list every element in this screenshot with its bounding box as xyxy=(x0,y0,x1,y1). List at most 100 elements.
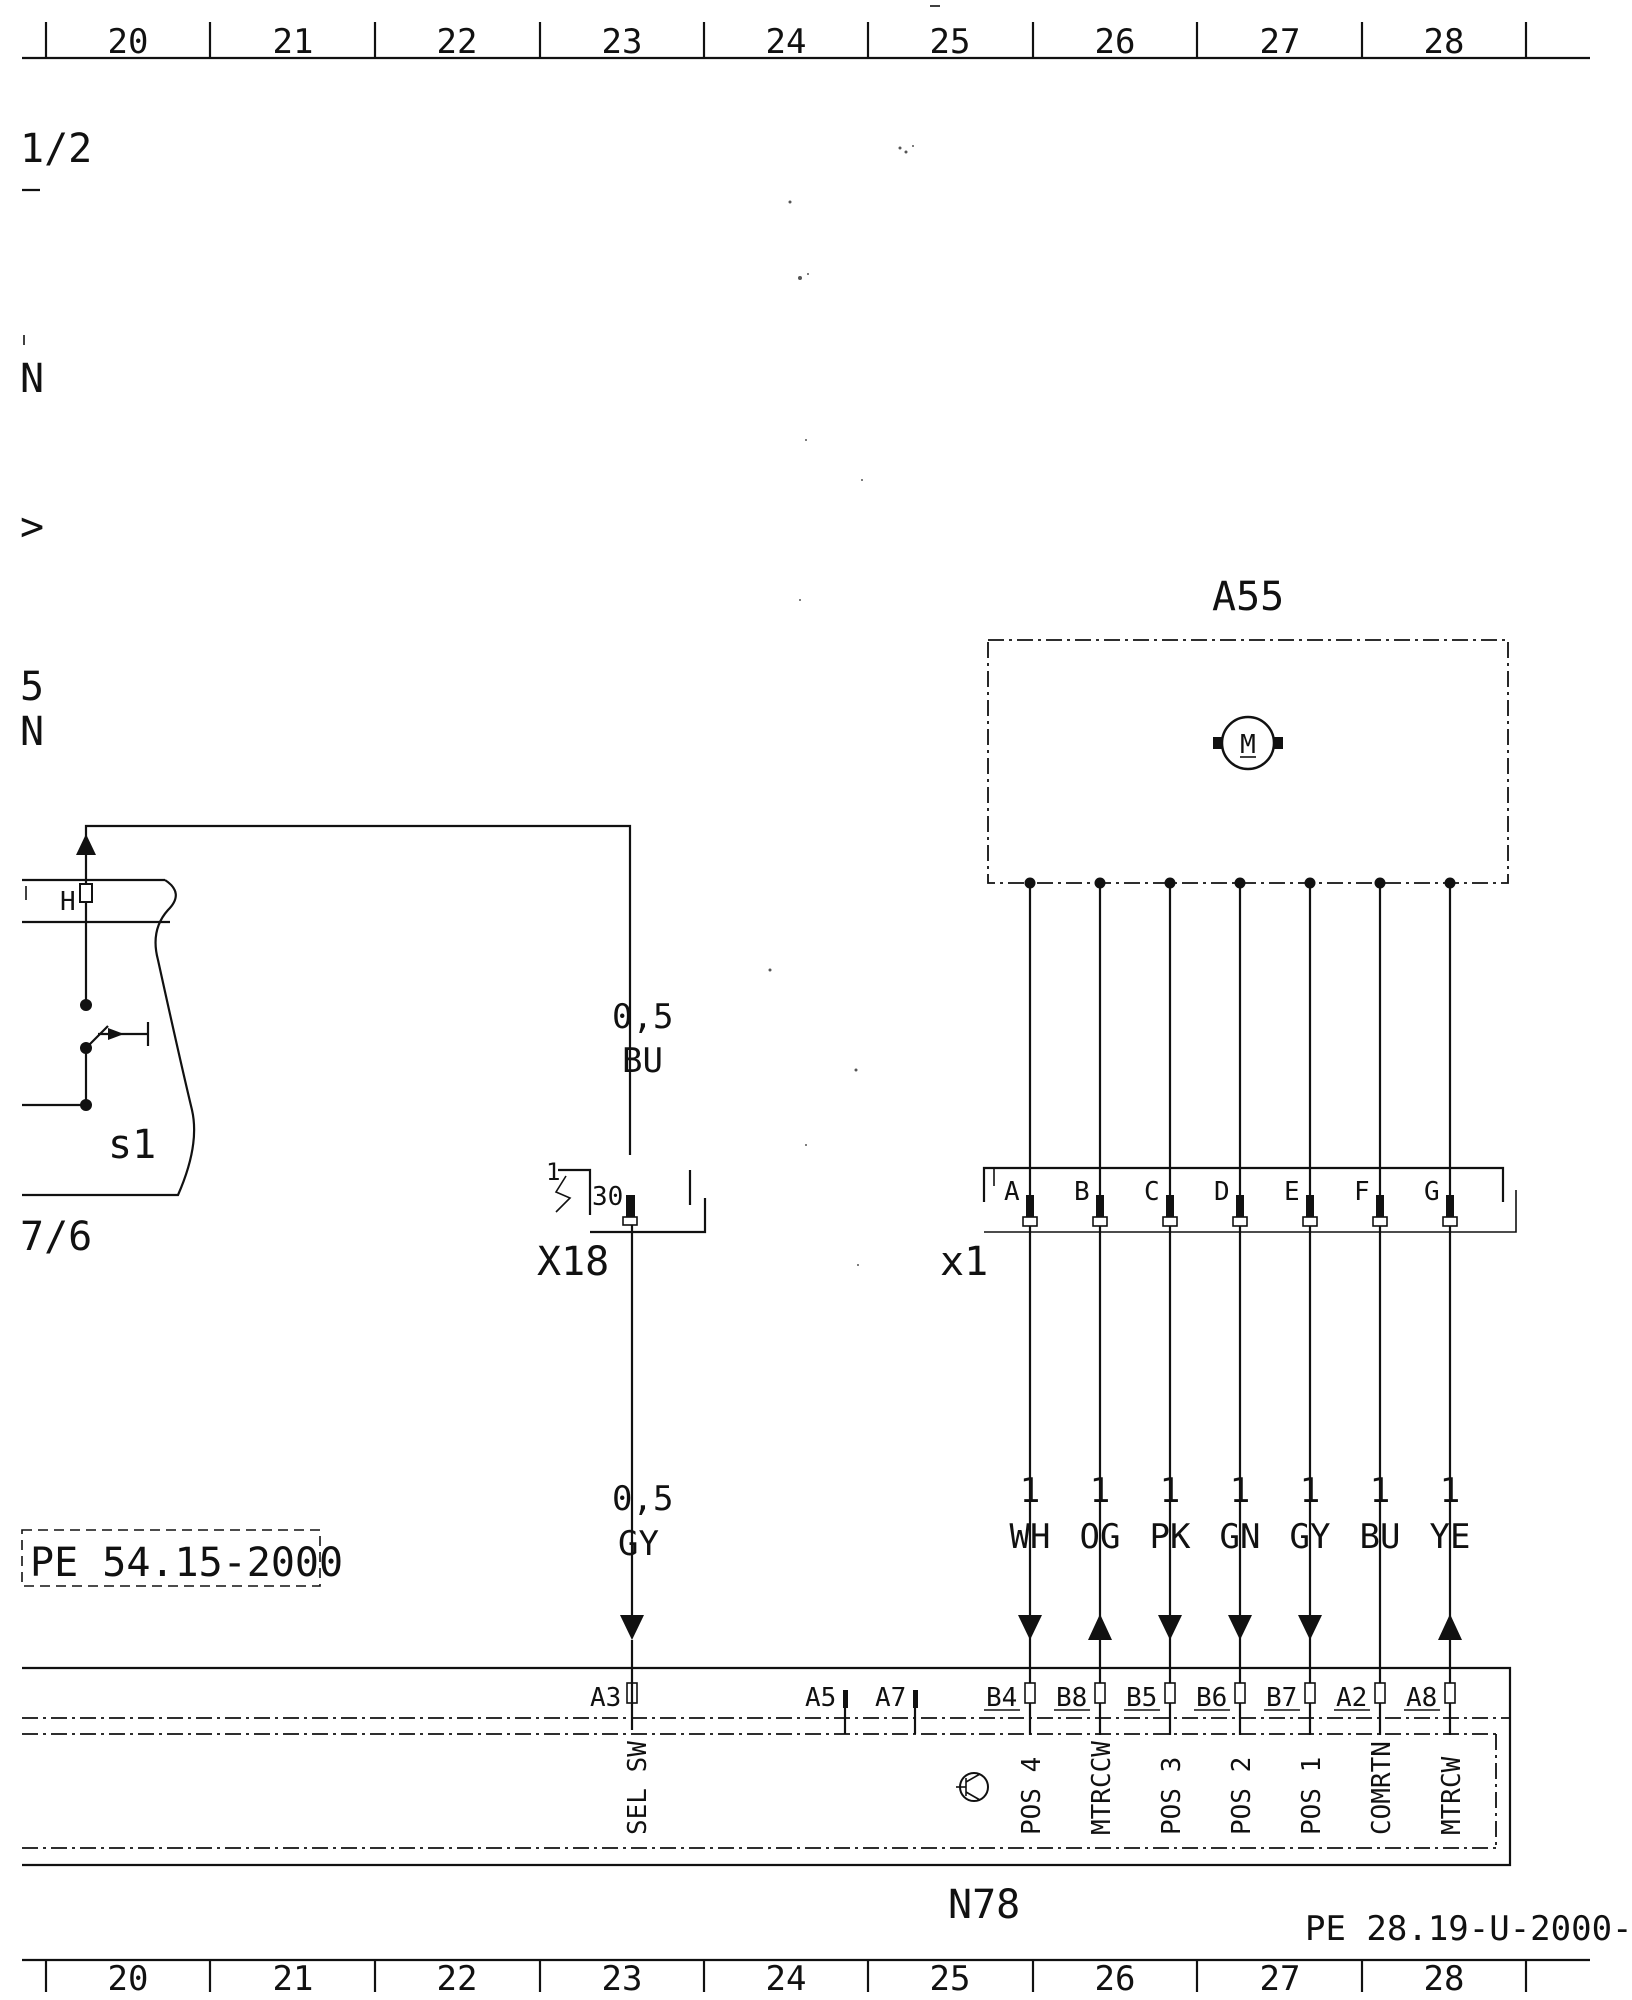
a55-component: A55 M xyxy=(987,574,1509,884)
wire-sel-size: 0,5 xyxy=(612,1479,673,1519)
wire-color-label: PK xyxy=(1150,1517,1191,1557)
wire-2: MTRCCW xyxy=(1054,877,1117,1835)
wire-4: POS 2 xyxy=(1194,877,1257,1835)
wire-top-size: 0,5 xyxy=(612,997,673,1037)
wire-size-label: 1 xyxy=(1090,1471,1110,1511)
left-edge-labels: 1/2 N > 5 N 7/6 xyxy=(20,126,92,1260)
grid-col-25-bottom: 25 xyxy=(930,1959,971,1999)
arrow-up-icon xyxy=(1438,1614,1462,1640)
n78-pin-b6: B6 xyxy=(1196,1683,1227,1713)
wire-7: MTRCW xyxy=(1404,877,1467,1835)
n78-label: N78 xyxy=(948,1882,1020,1928)
wire-3: POS 3 xyxy=(1124,877,1187,1835)
switch-component: H s1 xyxy=(22,824,632,1197)
grid-col-26-bottom: 26 xyxy=(1095,1959,1136,1999)
n78-pin-b7: B7 xyxy=(1266,1683,1297,1713)
grid-col-22-bottom: 22 xyxy=(437,1959,478,1999)
ref-box-label: PE 54.15-2000 xyxy=(30,1540,343,1586)
wire-size-label: 1 xyxy=(1300,1471,1320,1511)
label-5: 5 xyxy=(20,664,44,710)
x18-connector: 0,5 BU 1 30 X18 0,5 GY xyxy=(537,997,707,1640)
wire-1: POS 4 xyxy=(984,877,1047,1835)
x1-pin-f: F xyxy=(1354,1177,1370,1207)
grid-col-23: 23 xyxy=(602,22,643,62)
n78-signal-label: MTRCCW xyxy=(1087,1741,1117,1835)
ref-box: PE 54.15-2000 xyxy=(21,1529,343,1587)
grid-col-27: 27 xyxy=(1260,22,1301,62)
n78-signal-label: POS 3 xyxy=(1157,1757,1187,1835)
n78-pin-b5: B5 xyxy=(1126,1683,1157,1713)
label-n1: N xyxy=(20,356,44,402)
n78-module: A3 SEL SW A5 A7 N78 xyxy=(22,1640,1512,1928)
arrow-down-icon xyxy=(1298,1615,1322,1640)
grid-col-20: 20 xyxy=(108,22,149,62)
wire-5: POS 1 xyxy=(1264,877,1327,1835)
grid-col-28-bottom: 28 xyxy=(1424,1959,1465,1999)
n78-pin-b8: B8 xyxy=(1056,1683,1087,1713)
grid-col-24: 24 xyxy=(766,22,807,62)
label-arrow: > xyxy=(20,504,44,550)
n78-pin-a7: A7 xyxy=(875,1683,906,1713)
wire-size-label: 1 xyxy=(1370,1471,1390,1511)
grid-col-21: 21 xyxy=(273,22,314,62)
motor-symbol: M xyxy=(1240,730,1256,760)
wire-color-label: GN xyxy=(1220,1517,1261,1557)
arrow-down-icon xyxy=(1228,1615,1252,1640)
n78-pin-a3: A3 xyxy=(590,1683,621,1713)
grid-col-20-bottom: 20 xyxy=(108,1959,149,1999)
wire-6: COMRTN xyxy=(1334,877,1397,1835)
arrow-down-icon xyxy=(1158,1615,1182,1640)
label-n2: N xyxy=(20,709,44,755)
grid-col-22: 22 xyxy=(437,22,478,62)
arrow-up-icon xyxy=(76,834,96,855)
transistor-icon xyxy=(956,1772,989,1802)
a55-label: A55 xyxy=(1212,574,1284,620)
x1-pin-a: A xyxy=(1004,1177,1020,1207)
grid-col-27-bottom: 27 xyxy=(1260,1959,1301,1999)
x1-pin-e: E xyxy=(1284,1177,1300,1207)
wire-size-label: 1 xyxy=(1160,1471,1180,1511)
n78-signal-label: COMRTN xyxy=(1367,1741,1397,1835)
motor-icon: M xyxy=(1213,715,1283,771)
page-reference: PE 28.19-U-2000-9 xyxy=(1305,1909,1632,1949)
switch-s1-label: s1 xyxy=(108,1122,156,1168)
wire-color-label: OG xyxy=(1080,1517,1121,1557)
x18-label: X18 xyxy=(537,1239,609,1285)
grid-col-26: 26 xyxy=(1095,22,1136,62)
wire-sel-color: GY xyxy=(618,1524,659,1564)
grid-col-25: 25 xyxy=(930,22,971,62)
plug-h-label: H xyxy=(60,887,76,917)
grid-ruler-top: 20 21 22 23 24 25 26 27 28 xyxy=(22,5,1590,62)
x1-pin-c: C xyxy=(1144,1177,1160,1207)
grid-col-28: 28 xyxy=(1424,22,1465,62)
n78-pin-a5: A5 xyxy=(805,1683,836,1713)
wire-size-label: 1 xyxy=(1440,1471,1460,1511)
ref-top-label: 1/2 xyxy=(20,126,92,172)
n78-pin-a2: A2 xyxy=(1336,1683,1367,1713)
arrow-up-icon xyxy=(1088,1614,1112,1640)
n78-signal-sel-sw: SEL SW xyxy=(623,1741,653,1835)
x1-pin-d: D xyxy=(1214,1177,1230,1207)
wire-color-label: WH xyxy=(1010,1517,1051,1557)
n78-signal-label: POS 4 xyxy=(1017,1757,1047,1835)
arrow-down-icon xyxy=(1018,1615,1042,1640)
arrow-down-icon xyxy=(620,1615,644,1640)
wire-top-color: BU xyxy=(622,1041,663,1081)
n78-signal-label: POS 1 xyxy=(1297,1757,1327,1835)
wire-size-label: 1 xyxy=(1230,1471,1250,1511)
n78-signal-label: POS 2 xyxy=(1227,1757,1257,1835)
x1-pin-b: B xyxy=(1074,1177,1090,1207)
x1-pin-g: G xyxy=(1424,1177,1440,1207)
page-ref-7-6: 7/6 xyxy=(20,1214,92,1260)
n78-signal-label: MTRCW xyxy=(1437,1756,1467,1835)
wire-color-label: BU xyxy=(1360,1517,1401,1557)
grid-col-24-bottom: 24 xyxy=(766,1959,807,1999)
grid-col-21-bottom: 21 xyxy=(273,1959,314,1999)
n78-pin-a8: A8 xyxy=(1406,1683,1437,1713)
scan-specks xyxy=(768,145,914,1266)
x18-index: 1 xyxy=(546,1158,560,1186)
grid-ruler-bottom: 20 21 22 23 24 25 26 27 28 xyxy=(22,1958,1590,1999)
n78-pin-b4: B4 xyxy=(986,1683,1017,1713)
